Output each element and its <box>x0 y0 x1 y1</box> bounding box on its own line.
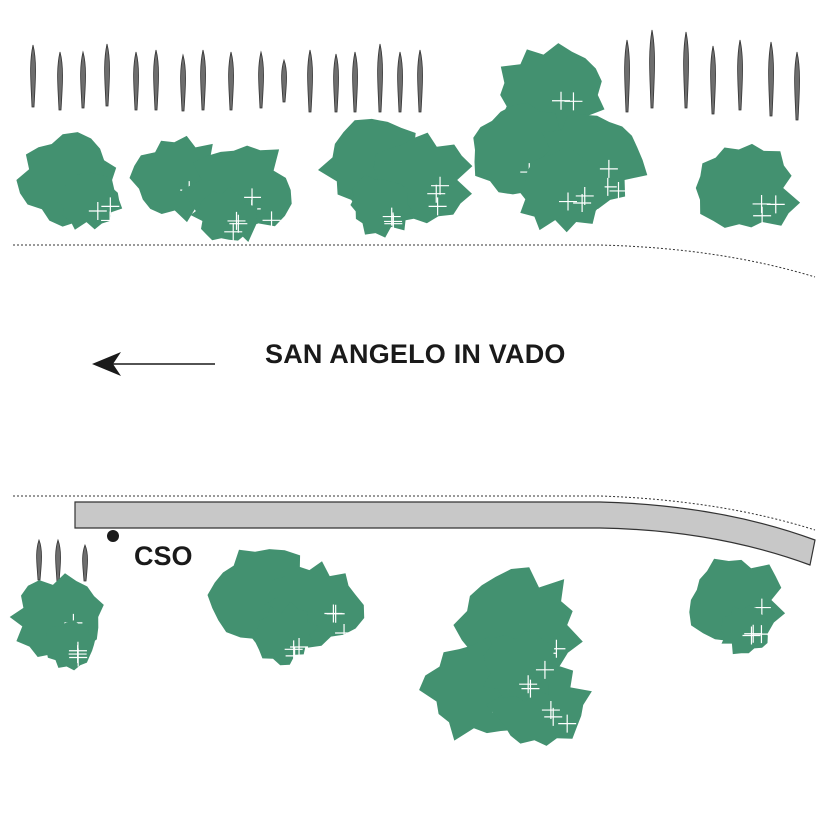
cypress-icon <box>180 53 186 112</box>
shrub-groups <box>9 43 801 746</box>
twig-mark <box>290 638 309 657</box>
twig-mark <box>753 206 772 225</box>
cso-label: CSO <box>134 541 193 571</box>
cso-marker <box>107 530 119 542</box>
cypress-icon <box>307 49 313 113</box>
twig-mark <box>428 197 447 216</box>
twig-mark <box>101 197 120 216</box>
cypress-icon <box>133 51 139 111</box>
twig-mark <box>384 212 403 231</box>
twig-mark <box>335 624 354 643</box>
cypress-icon <box>649 29 655 109</box>
sidewalk <box>74 501 816 566</box>
twig-mark <box>521 679 540 698</box>
cypress-icon <box>30 44 36 108</box>
twig-mark <box>752 598 771 617</box>
cypress-icon <box>228 51 234 111</box>
cypress-icon <box>417 49 423 113</box>
twig-mark <box>599 159 618 178</box>
cypress-icon <box>710 45 716 115</box>
cypress-icon <box>200 49 206 111</box>
left-arrow-icon <box>92 352 215 376</box>
cypress-row-bottom <box>36 538 88 583</box>
twig-mark <box>609 181 628 200</box>
twig-mark <box>535 660 554 679</box>
twig-mark <box>224 222 243 241</box>
cypress-icon <box>397 51 403 113</box>
twig-mark <box>427 184 446 203</box>
twig-mark <box>326 604 345 623</box>
twig-mark <box>541 701 560 720</box>
cypress-icon <box>281 58 287 103</box>
cypress-icon <box>683 31 689 109</box>
twig-mark <box>544 707 563 726</box>
twig-mark <box>382 207 401 226</box>
cypress-icon <box>624 39 630 113</box>
twig-mark <box>558 714 577 733</box>
cypress-icon <box>36 538 42 581</box>
shrub-icon <box>482 630 559 703</box>
twig-mark <box>68 641 87 660</box>
road-edge-top <box>13 244 816 278</box>
shrub-icon <box>720 605 769 655</box>
cypress-icon <box>794 51 800 121</box>
twig-mark <box>227 211 246 230</box>
road-name-label: SAN ANGELO IN VADO <box>265 339 566 369</box>
cypress-icon <box>57 51 63 111</box>
shrub-icon <box>190 185 258 241</box>
twig-mark <box>431 176 450 195</box>
twig-mark <box>575 186 594 205</box>
cypress-icon <box>80 50 86 109</box>
cypress-icon <box>768 41 774 117</box>
twig-mark <box>284 640 303 659</box>
twig-mark <box>262 211 281 230</box>
road-edge-bottom <box>13 495 816 531</box>
cypress-icon <box>737 39 743 111</box>
cypress-icon <box>258 50 264 109</box>
twig-mark <box>573 193 592 212</box>
cypress-icon <box>377 43 383 113</box>
shrub-icon <box>54 172 123 230</box>
twig-mark <box>243 188 262 207</box>
twig-mark <box>552 91 571 110</box>
cypress-icon <box>55 538 61 583</box>
cypress-icon <box>352 51 358 113</box>
twig-mark <box>559 192 578 211</box>
twig-mark <box>519 675 538 694</box>
twig-mark <box>752 625 771 644</box>
cypress-icon <box>153 49 159 111</box>
cypress-row-top <box>30 29 800 121</box>
shrub-icon <box>518 145 605 233</box>
twig-mark <box>229 214 248 233</box>
shrub-icon <box>695 143 801 228</box>
cypress-icon <box>82 543 88 582</box>
cypress-icon <box>104 43 110 107</box>
twig-mark <box>742 626 761 645</box>
cypress-icon <box>333 53 339 113</box>
twig-mark <box>88 201 107 220</box>
